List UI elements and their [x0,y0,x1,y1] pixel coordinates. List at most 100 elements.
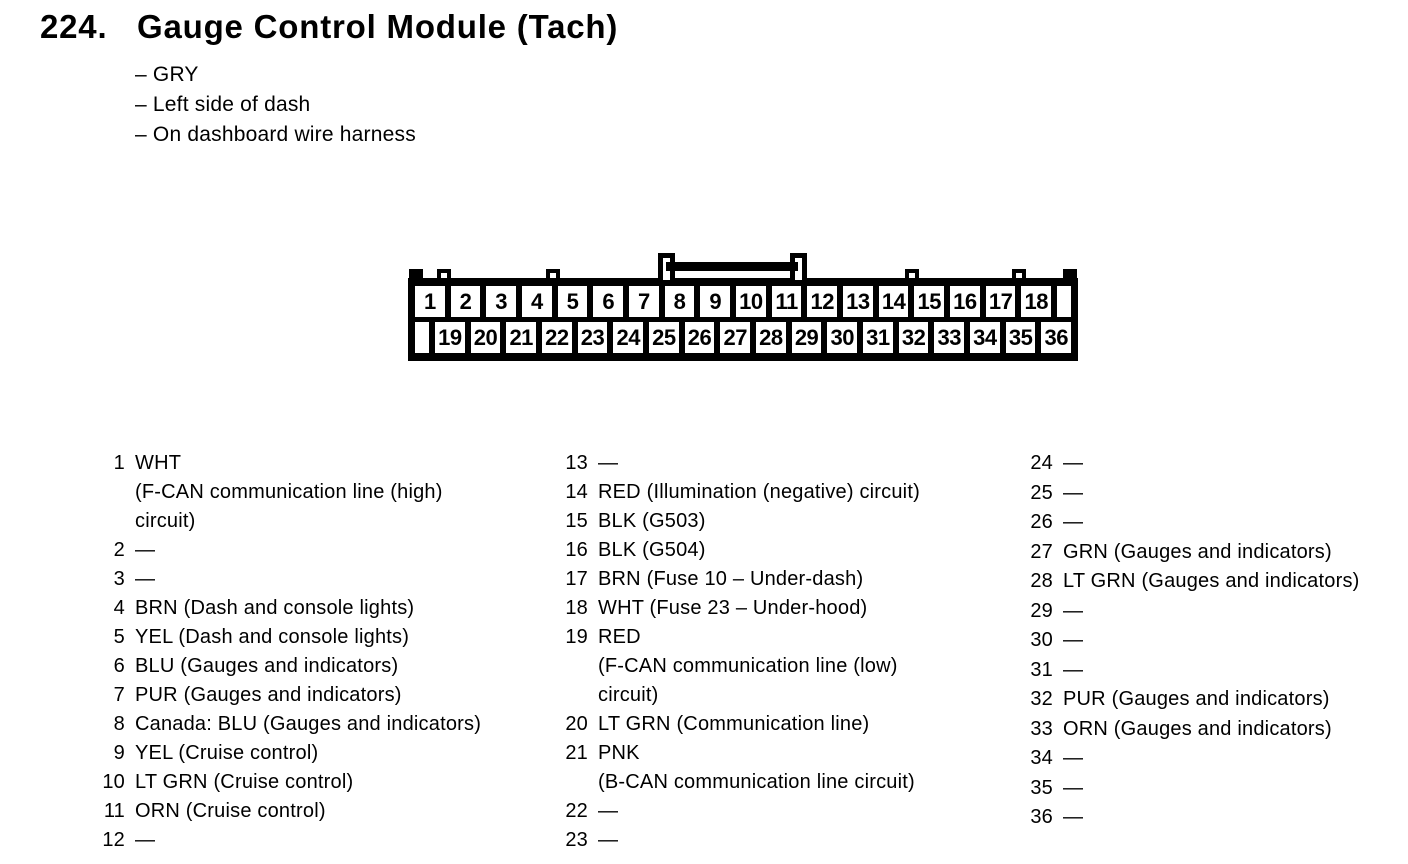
pin-number: 12 [102,829,125,851]
pin-number: 5 [113,626,125,648]
pin-number: 24 [1030,452,1053,474]
pin-number: 26 [1030,511,1053,533]
pin-entry: 35— [1027,774,1402,804]
pin-number: 4 [113,597,125,619]
connector-mount-tab [905,269,919,278]
pin-description: BLU (Gauges and indicators) [135,655,399,677]
pin-entry: 6 BLU (Gauges and indicators) [99,652,544,681]
pin-entry: 23— [562,826,992,855]
pin-number: 27 [1030,540,1053,563]
pin-description: — [1063,511,1084,533]
pin-number: 9 [113,742,125,764]
pin-description: RED (Illumination (negative) circuit) [598,481,920,503]
connector-pin-cell: 27 [720,322,751,353]
pin-description: LT GRN (Communication line) [598,713,870,735]
pin-entry: 22 — [562,797,992,826]
pin-description: — [598,829,619,851]
connector-pin-cell: 21 [506,322,537,353]
connector-pin-cell: 17 [985,286,1016,317]
pin-number: 2 [113,539,125,561]
connector-mount-tab [1063,269,1077,278]
pin-entry: 21 PNK (B-CAN communication line circuit) [562,739,992,797]
pin-description: — [1063,481,1084,504]
pin-number: 22 [565,800,588,822]
pin-number: 31 [1030,658,1053,681]
connector-pin-cell: 7 [629,286,659,317]
pin-number: 17 [565,568,588,590]
pin-entry: 2— [99,536,544,565]
connector-pin-cell: 5 [557,286,588,317]
pin-number: 1 [113,452,125,474]
pin-description: — [1063,658,1084,681]
connector-pin-cell: 18 [1021,286,1052,317]
pin-entry: 28 LT GRN (Gauges and indicators) [1027,567,1402,597]
pin-entry: 7 PUR (Gauges and indicators) [99,681,544,710]
pin-number: 6 [113,655,125,677]
pin-description: PUR (Gauges and indicators) [135,684,402,706]
connector-pin-cell: 30 [827,322,858,353]
pin-entry: 12— [99,826,544,855]
connector-pin-cell: 3 [486,286,517,317]
connector-pin-cell: 29 [791,322,822,353]
pin-description: WHT (Fuse 23 – Under-hood) [598,597,868,619]
pin-description: LT GRN (Gauges and indicators) [1063,570,1360,592]
pin-description: BLK (G503) [598,510,706,532]
pin-description: BRN (Fuse 10 – Under-dash) [598,568,864,590]
pin-description: BLK (G504) [598,539,706,561]
connector-mount-tab [546,269,560,278]
pin-description: BRN (Dash and console lights) [135,597,415,619]
pin-number: 16 [565,539,588,561]
pin-entry: 24— [1027,449,1402,479]
connector-pin-cell: 1 [415,286,445,317]
connector-pin-cell: 36 [1041,322,1072,353]
pin-entry: 4 BRN (Dash and console lights) [99,594,544,623]
pin-description: PNK (B-CAN communication line circuit) [598,742,915,793]
pin-number: 30 [1030,629,1053,651]
connector-latch-bar [666,262,798,271]
pin-entry: 17 BRN (Fuse 10 – Under-dash) [562,565,992,594]
pin-entry: 3— [99,565,544,594]
connector-pin-cell: 24 [613,322,644,353]
section-number: 224. [40,8,108,45]
pin-number: 34 [1030,747,1053,769]
pin-number: 28 [1030,570,1053,592]
pin-description: — [1063,806,1084,828]
connector-pin-cell: 6 [593,286,624,317]
pin-description: — [1063,629,1084,651]
pin-number: 3 [113,568,125,590]
pin-entry: 36— [1027,803,1402,833]
pin-entry: 26 — [1027,508,1402,538]
connector-pin-cell: 10 [736,286,766,317]
connector-pin-cell: 32 [898,322,929,353]
pin-description: — [598,800,619,822]
pin-description: — [135,568,156,590]
connector-pin-cell: 23 [577,322,608,353]
pin-entry: 30 — [1027,626,1402,656]
pin-number: 35 [1030,776,1053,799]
connector-pin-cell: 22 [542,322,572,353]
connector-pin-cell: 8 [664,286,695,317]
pin-description: — [1063,747,1084,769]
connector-pin-cell: 20 [470,322,501,353]
pin-number: 7 [113,684,125,706]
connector-notes-list: – GRY– Left side of dash– On dashboard w… [135,60,416,150]
pin-number: 21 [565,742,588,764]
connector-pin-cell: 15 [914,286,945,317]
connector-pin-cell: 2 [450,286,481,317]
connector-pin-cell: 34 [970,322,1000,353]
pin-number: 19 [565,626,588,648]
connector-pin-cell: 13 [843,286,873,317]
